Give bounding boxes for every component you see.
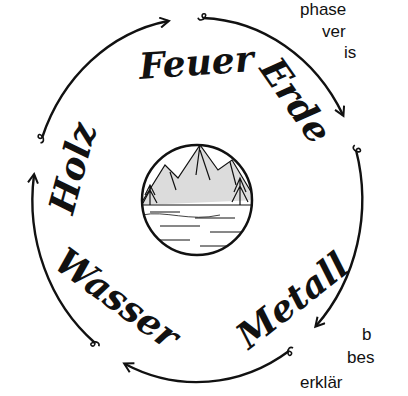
text-fragment: is [344,44,356,61]
element-label: Erde [254,51,338,149]
text-fragment: bes [347,349,374,366]
element-label: Feuer [138,40,255,84]
text-fragment: phase [300,1,346,18]
cycle-arrows [32,18,362,382]
text-fragment: erklär [300,374,343,391]
element-label: Holz [43,119,102,217]
text-fragment: b [362,326,371,343]
element-label: Wasser [50,241,187,354]
landscape-medallion [140,145,256,255]
text-fragment: ver [322,23,346,40]
